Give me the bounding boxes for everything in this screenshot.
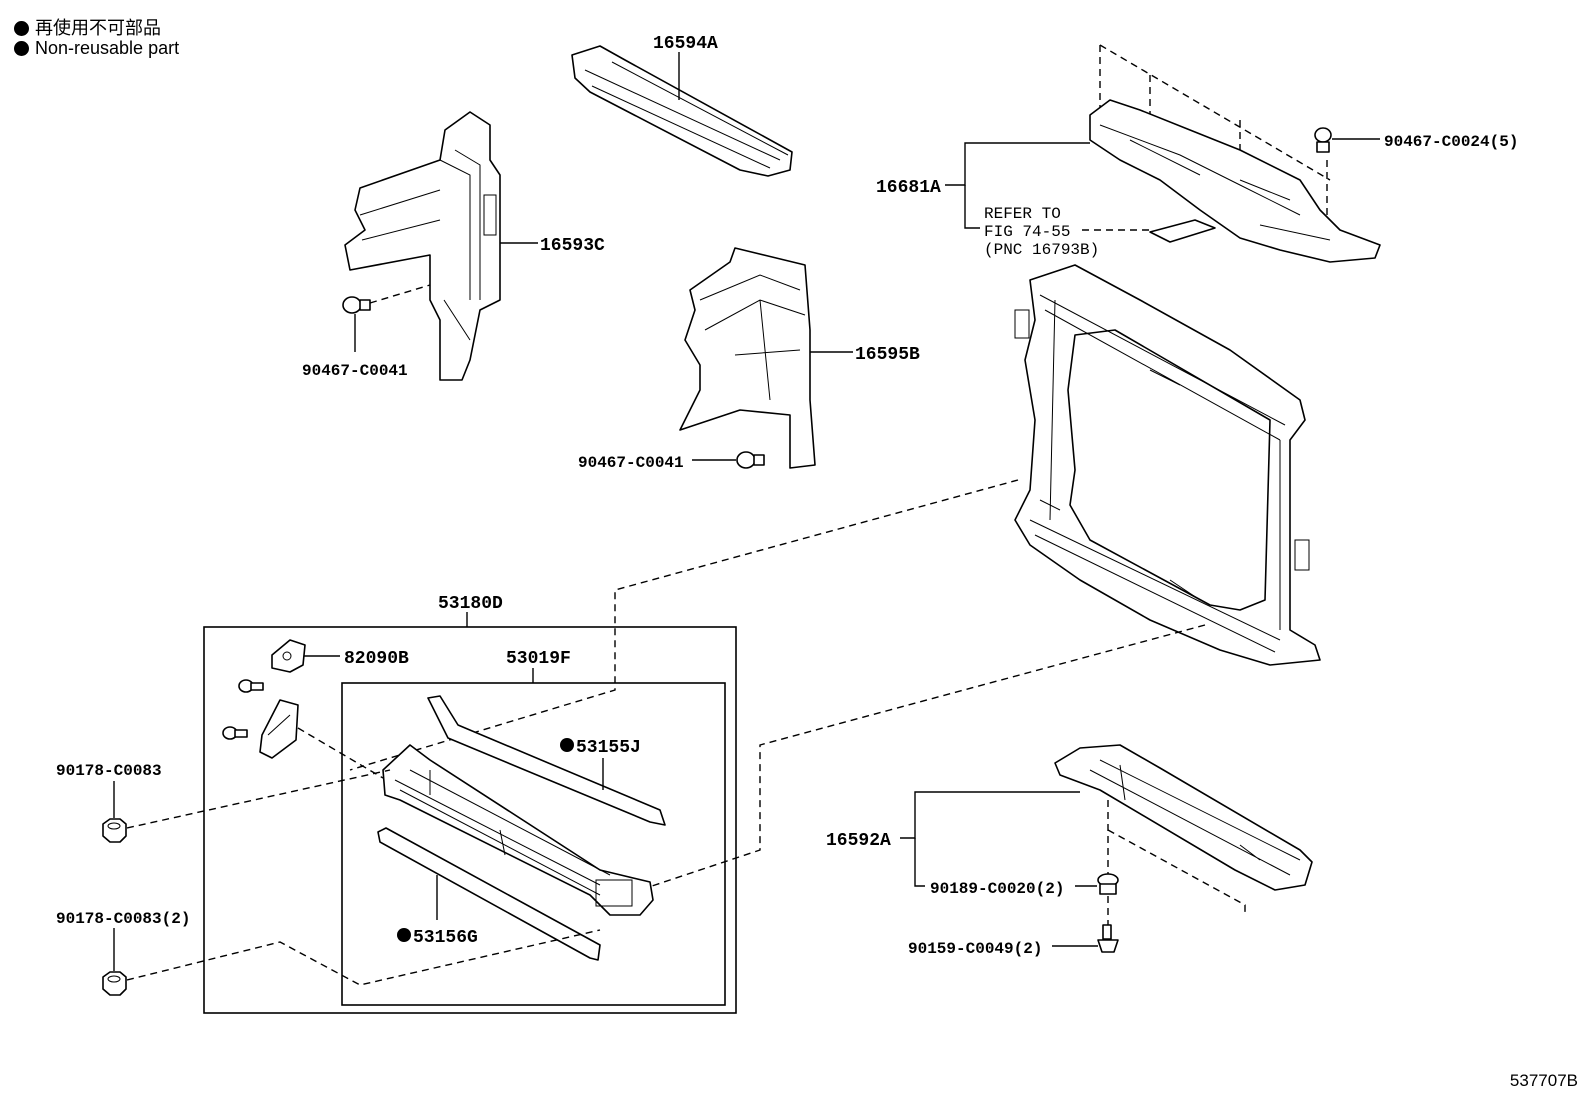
non-reusable-dot-icon	[14, 41, 29, 56]
leader-16681a-ref	[964, 185, 980, 229]
dashed-link-16592a-2	[1107, 829, 1246, 915]
clip-90467-c0024-icon	[1314, 127, 1332, 153]
label-90467-c0024: 90467-C0024(5)	[1384, 133, 1518, 151]
dashed-link-frame-lower	[639, 624, 1206, 891]
label-90189-c0020: 90189-C0020(2)	[930, 880, 1064, 898]
label-53180d: 53180D	[438, 594, 503, 614]
label-90178-c0083: 90178-C0083	[56, 762, 162, 780]
dashed-link-nut-upper	[126, 769, 391, 829]
nut-90178-c0083-icon	[102, 818, 127, 843]
non-reusable-53156g-icon	[397, 928, 411, 942]
clip-90467-c0041-mid-icon	[736, 451, 765, 469]
legend-japanese: 再使用不可部品	[14, 14, 161, 40]
radiator-support-frame-drawing	[1014, 264, 1321, 666]
legend-japanese-text: 再使用不可部品	[35, 18, 161, 38]
dashed-link-nut-lower	[126, 929, 601, 986]
clip-90189-c0020-icon	[1097, 873, 1119, 895]
dashed-link-connector	[297, 727, 384, 779]
bolt-lower-icon	[222, 726, 248, 740]
grille-shutter-panel-drawing	[382, 744, 654, 916]
assembly-box-53180d	[203, 626, 737, 1014]
bolt-upper-icon	[238, 679, 264, 693]
reference-line2: FIG 74-55	[984, 223, 1070, 241]
label-16595b: 16595B	[855, 345, 920, 365]
legend-english: Non-reusable part	[14, 38, 179, 59]
label-90159-c0049: 90159-C0049(2)	[908, 940, 1042, 958]
part-16681a-drawing	[1089, 99, 1381, 263]
non-reusable-53155j-icon	[560, 738, 574, 752]
label-53155j: 53155J	[576, 738, 641, 758]
part-82090b-drawing	[271, 639, 306, 673]
leader-16681a	[945, 142, 1090, 186]
label-82090b: 82090B	[344, 649, 409, 669]
part-16594a-drawing	[571, 45, 793, 177]
label-16594a: 16594A	[653, 34, 718, 54]
part-53155j-drawing	[427, 695, 666, 826]
leader-16592a	[900, 791, 1080, 839]
label-16592a: 16592A	[826, 831, 891, 851]
part-53156g-drawing	[377, 827, 601, 961]
label-90178-c0083-2: 90178-C0083(2)	[56, 910, 190, 928]
non-reusable-dot-icon	[14, 21, 29, 36]
reference-line1: REFER TO	[984, 205, 1061, 223]
screw-90159-c0049-icon	[1097, 924, 1119, 953]
clip-90467-c0041-left-icon	[342, 296, 371, 314]
label-90467-c0041-mid: 90467-C0041	[578, 454, 684, 472]
part-16593c-drawing	[344, 111, 501, 381]
legend-english-text: Non-reusable part	[35, 38, 180, 58]
leader-16592a-sub	[914, 838, 925, 887]
figure-id: 537707B	[1509, 1071, 1578, 1090]
label-53156g: 53156G	[413, 928, 478, 948]
connector-bracket-drawing	[259, 699, 299, 759]
label-16593c: 16593C	[540, 236, 605, 256]
label-16681a: 16681A	[876, 178, 941, 198]
reference-pad	[1149, 219, 1216, 243]
label-90467-c0041-left: 90467-C0041	[302, 362, 408, 380]
dashed-link-clip-left	[369, 284, 431, 304]
nut-90178-c0083-2-icon	[102, 971, 127, 996]
dashed-link-frame-upper	[349, 479, 1019, 771]
part-16595b-drawing	[679, 247, 816, 469]
label-53019f: 53019F	[506, 649, 571, 669]
reference-line3: (PNC 16793B)	[984, 241, 1099, 259]
dashed-link-16681a-2	[1099, 44, 1331, 181]
part-16592a-drawing	[1054, 744, 1313, 891]
